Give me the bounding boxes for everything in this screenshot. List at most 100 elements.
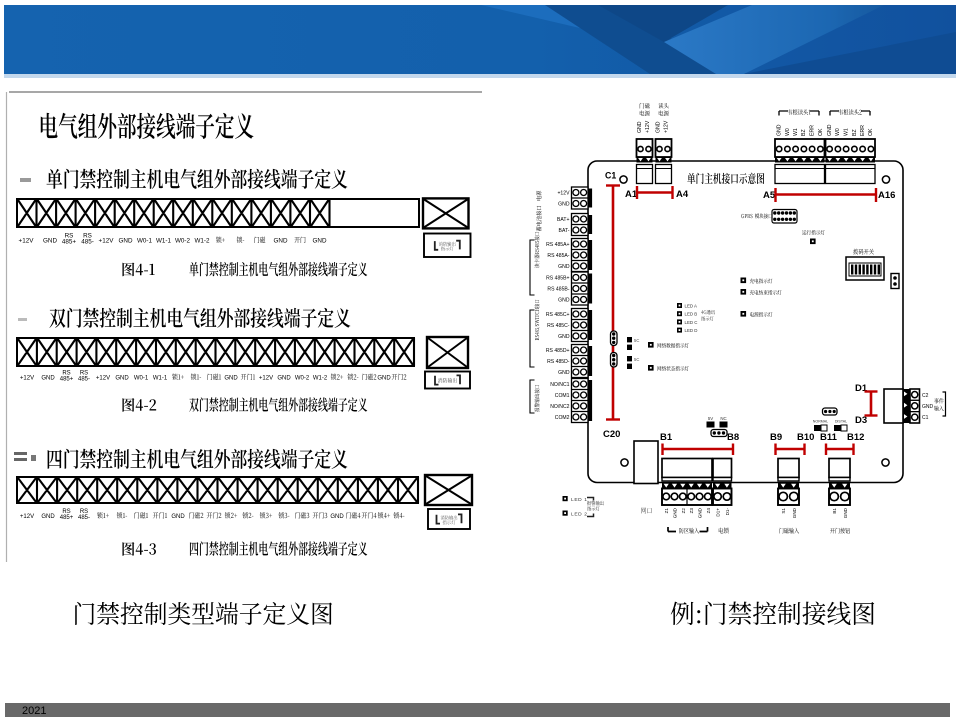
- svg-text:485+: 485+: [60, 515, 74, 521]
- svg-text:W1-1: W1-1: [156, 238, 172, 245]
- svg-text:485-: 485-: [78, 377, 90, 383]
- svg-text:RS 485B-: RS 485B-: [547, 287, 569, 293]
- svg-text:BAT-: BAT-: [559, 228, 570, 234]
- svg-text:RS 485A+: RS 485A+: [546, 242, 569, 248]
- svg-text:GND: GND: [330, 514, 344, 520]
- svg-text:+12V: +12V: [99, 238, 115, 245]
- svg-text:W1-2: W1-2: [313, 376, 328, 382]
- svg-text:Z1: Z1: [664, 508, 669, 514]
- svg-text:5C: 5C: [634, 338, 639, 343]
- svg-text:GND: GND: [777, 124, 783, 136]
- svg-text:GND: GND: [171, 514, 185, 520]
- svg-text:NC: NC: [720, 416, 726, 421]
- svg-text:RS 485D-: RS 485D-: [547, 359, 570, 365]
- svg-text:RS: RS: [80, 509, 88, 515]
- svg-text:485-: 485-: [81, 239, 94, 246]
- svg-text:B11: B11: [820, 432, 838, 443]
- svg-text:2021: 2021: [22, 705, 46, 717]
- svg-text:RS 485C-: RS 485C-: [547, 323, 570, 329]
- svg-text:W0-2: W0-2: [295, 376, 310, 382]
- svg-text:B1: B1: [832, 508, 837, 514]
- svg-text:+12V: +12V: [19, 238, 35, 245]
- svg-text:GND: GND: [922, 404, 934, 410]
- svg-text:D1+: D1+: [716, 508, 721, 517]
- svg-text:B12: B12: [847, 432, 864, 443]
- svg-text:B9: B9: [770, 432, 782, 443]
- svg-text:+12V: +12V: [664, 120, 670, 133]
- svg-text:LED 1: LED 1: [571, 497, 588, 503]
- svg-text:S1: S1: [781, 508, 786, 514]
- svg-text:RS 485D+: RS 485D+: [546, 348, 570, 354]
- svg-text:LED D: LED D: [685, 328, 698, 333]
- svg-text:RS 485A-: RS 485A-: [547, 253, 569, 259]
- svg-text:RS 485C+: RS 485C+: [546, 312, 570, 318]
- svg-text:NO/NC2: NO/NC2: [550, 404, 569, 410]
- svg-text:A16: A16: [878, 190, 895, 201]
- svg-text:GND: GND: [558, 298, 570, 304]
- svg-text:GND: GND: [41, 376, 55, 382]
- svg-text:GND: GND: [558, 370, 570, 376]
- svg-text:COM2: COM2: [555, 415, 570, 421]
- svg-text:+12V: +12V: [259, 376, 273, 382]
- svg-text:GND: GND: [673, 507, 678, 518]
- svg-text:5C: 5C: [634, 357, 639, 362]
- svg-text:OK: OK: [868, 128, 874, 136]
- svg-text:GND: GND: [656, 121, 662, 133]
- svg-text:ERR: ERR: [860, 125, 866, 136]
- svg-text:BZ: BZ: [801, 129, 807, 136]
- svg-text:+12V: +12V: [96, 376, 110, 382]
- svg-text:W0-2: W0-2: [175, 238, 191, 245]
- svg-text:W0: W0: [785, 128, 791, 136]
- svg-text:GND: GND: [558, 202, 570, 208]
- svg-text:NO/NC1: NO/NC1: [550, 382, 569, 388]
- svg-text:LED 2: LED 2: [571, 512, 588, 518]
- svg-text:BAT+: BAT+: [557, 217, 570, 223]
- svg-text:+12V: +12V: [20, 514, 34, 520]
- svg-text:GND: GND: [558, 264, 570, 270]
- svg-text:GND: GND: [224, 376, 238, 382]
- svg-text:GND: GND: [119, 238, 133, 245]
- svg-text:RS: RS: [83, 233, 92, 240]
- svg-text:GND: GND: [313, 238, 327, 245]
- svg-text:DISTAL: DISTAL: [835, 420, 847, 424]
- svg-text:RS 485B+: RS 485B+: [546, 276, 569, 282]
- svg-text:GND: GND: [827, 124, 833, 136]
- svg-text:A1: A1: [625, 189, 638, 200]
- svg-text:RS: RS: [65, 233, 74, 240]
- svg-text:GND: GND: [277, 376, 291, 382]
- svg-text:W1-2: W1-2: [194, 238, 210, 245]
- svg-text:GND: GND: [792, 507, 797, 518]
- svg-text:RS: RS: [62, 509, 70, 515]
- svg-text:W1: W1: [844, 128, 850, 136]
- svg-text:W0-1: W0-1: [134, 376, 149, 382]
- svg-text:GND: GND: [698, 507, 703, 518]
- svg-text:LED B: LED B: [685, 312, 698, 317]
- svg-text:W1: W1: [793, 128, 799, 136]
- svg-text:+12V: +12V: [20, 376, 34, 382]
- svg-text:C2: C2: [922, 393, 929, 399]
- svg-text:+12V: +12V: [557, 191, 570, 197]
- svg-text:NORMAL: NORMAL: [813, 420, 828, 424]
- svg-text:A5: A5: [763, 190, 776, 201]
- svg-text:GND: GND: [843, 507, 848, 518]
- svg-text:LED A: LED A: [685, 303, 698, 308]
- svg-text:COM1: COM1: [555, 393, 570, 399]
- svg-text:C1: C1: [922, 415, 929, 421]
- svg-text:485+: 485+: [60, 377, 74, 383]
- svg-text:RS: RS: [62, 371, 70, 377]
- svg-text:Z4: Z4: [706, 508, 711, 514]
- svg-text:GND: GND: [43, 238, 57, 245]
- svg-text:A4: A4: [676, 189, 689, 200]
- svg-text:W0-1: W0-1: [137, 238, 153, 245]
- svg-text:485-: 485-: [78, 515, 90, 521]
- svg-text:LED C: LED C: [685, 320, 698, 325]
- svg-text:W0: W0: [835, 128, 841, 136]
- svg-text:GND: GND: [377, 376, 391, 382]
- svg-text:GND: GND: [41, 514, 55, 520]
- svg-text:GND: GND: [274, 238, 288, 245]
- svg-text:5V: 5V: [708, 416, 713, 421]
- svg-text:485+: 485+: [62, 239, 77, 246]
- svg-text:B8: B8: [727, 432, 739, 443]
- svg-text:Z3: Z3: [689, 508, 694, 514]
- svg-text:RS: RS: [80, 371, 88, 377]
